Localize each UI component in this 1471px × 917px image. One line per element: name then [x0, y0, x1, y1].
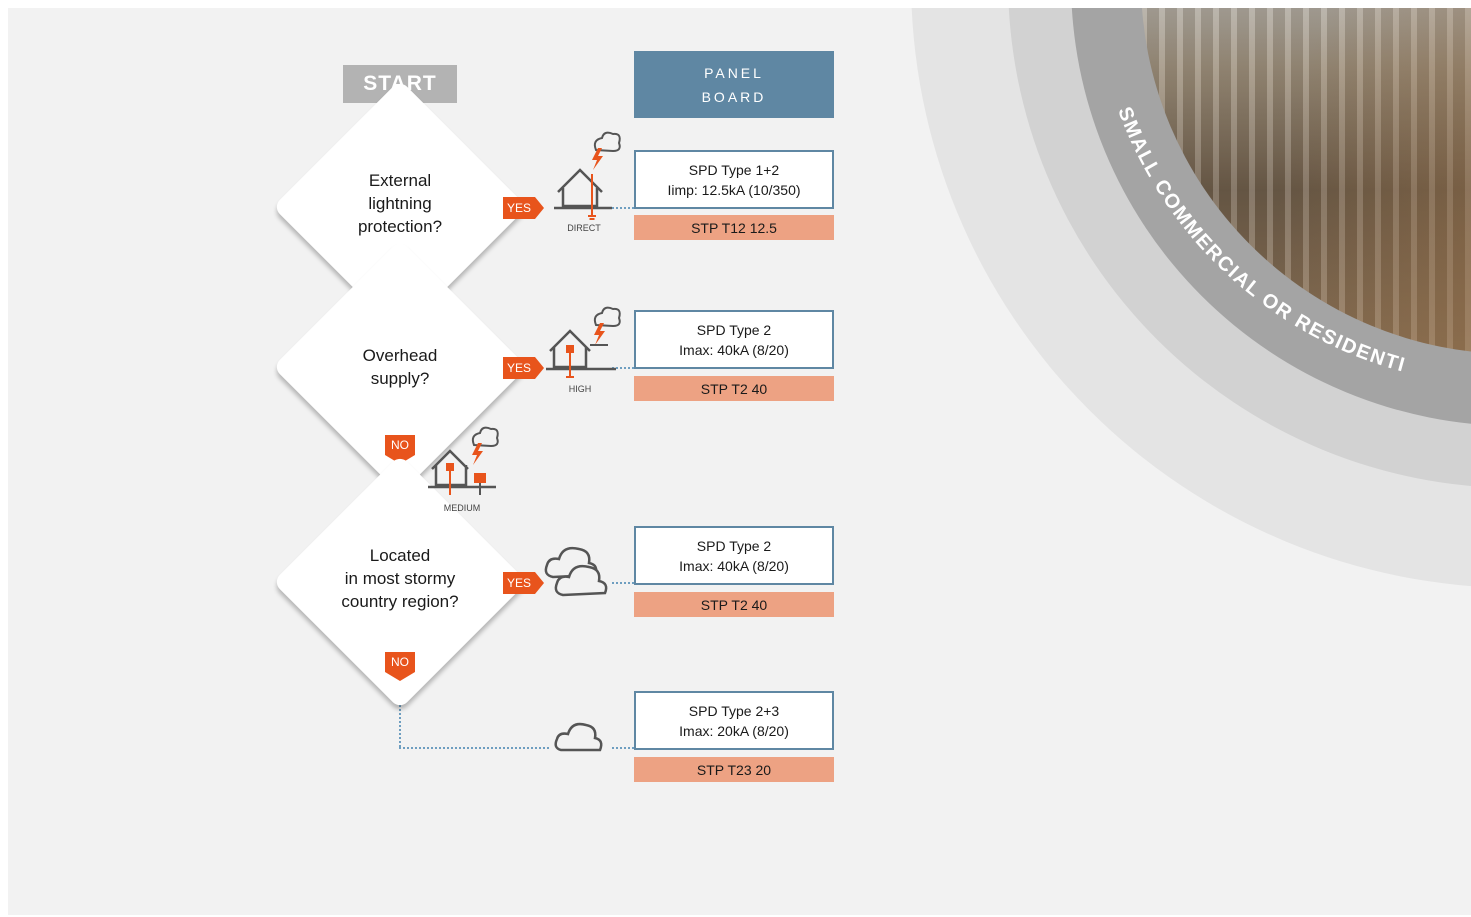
storm-clouds-icon — [544, 546, 608, 597]
connector-final-h — [399, 747, 549, 749]
panel-board-header: PANEL BOARD — [634, 51, 834, 118]
cloud-icon — [554, 722, 603, 752]
connector-yes3 — [612, 582, 634, 584]
product-3: STP T2 40 — [634, 592, 834, 617]
spd-2-type: SPD Type 2 — [696, 321, 772, 338]
question-2: Overhead supply? — [310, 344, 490, 390]
question-2-line1: Overhead — [362, 346, 438, 365]
no-badge-3: NO — [385, 652, 415, 681]
spd-1-rating: Iimp: 12.5kA (10/350) — [667, 181, 801, 198]
house-lightning-high-icon — [546, 306, 621, 378]
no-label-3: NO — [385, 652, 415, 672]
yes-label-1: YES — [503, 197, 535, 219]
yes-badge-2: YES — [503, 357, 544, 379]
question-3: Located in most stormy country region? — [310, 544, 490, 613]
connector-final — [612, 747, 634, 749]
risk-label-high: HIGH — [568, 384, 592, 394]
question-1-line1: External — [368, 171, 432, 190]
product-1: STP T12 12.5 — [634, 215, 834, 240]
question-3-line3: country region? — [341, 592, 459, 611]
spd-4-rating: Imax: 20kA (8/20) — [679, 722, 789, 739]
spd-box-1: SPD Type 1+2 Iimp: 12.5kA (10/350) — [634, 150, 834, 209]
spd-3-type: SPD Type 2 — [696, 537, 772, 554]
risk-label-direct: DIRECT — [567, 223, 601, 233]
yes-label-3: YES — [503, 572, 535, 594]
no-label-2: NO — [385, 435, 415, 455]
product-4: STP T23 20 — [634, 757, 834, 782]
spd-box-4: SPD Type 2+3 Imax: 20kA (8/20) — [634, 691, 834, 750]
connector-yes1 — [612, 207, 634, 209]
spd-1-type: SPD Type 1+2 — [688, 161, 780, 178]
house-lightning-medium-icon — [428, 426, 499, 495]
connector-q3-final — [399, 680, 401, 747]
question-3-line2: in most stormy — [344, 569, 456, 588]
question-1-line3: protection? — [357, 217, 443, 236]
question-3-line1: Located — [369, 546, 431, 565]
connector-yes2 — [612, 367, 634, 369]
question-1-line2: lightning — [368, 194, 432, 213]
risk-label-medium: MEDIUM — [443, 503, 481, 513]
spd-box-2: SPD Type 2 Imax: 40kA (8/20) — [634, 310, 834, 369]
product-2: STP T2 40 — [634, 376, 834, 401]
question-1: External lightning protection? — [310, 169, 490, 238]
yes-badge-3: YES — [503, 572, 544, 594]
question-2-line2: supply? — [370, 369, 430, 388]
spd-box-3: SPD Type 2 Imax: 40kA (8/20) — [634, 526, 834, 585]
spd-2-rating: Imax: 40kA (8/20) — [679, 341, 789, 358]
spd-3-rating: Imax: 40kA (8/20) — [679, 557, 789, 574]
yes-label-2: YES — [503, 357, 535, 379]
house-lightning-direct-icon — [554, 131, 621, 220]
yes-badge-1: YES — [503, 197, 544, 219]
panel-board-line2: BOARD — [701, 88, 767, 105]
panel-board-line1: PANEL — [704, 64, 764, 81]
spd-4-type: SPD Type 2+3 — [688, 702, 780, 719]
